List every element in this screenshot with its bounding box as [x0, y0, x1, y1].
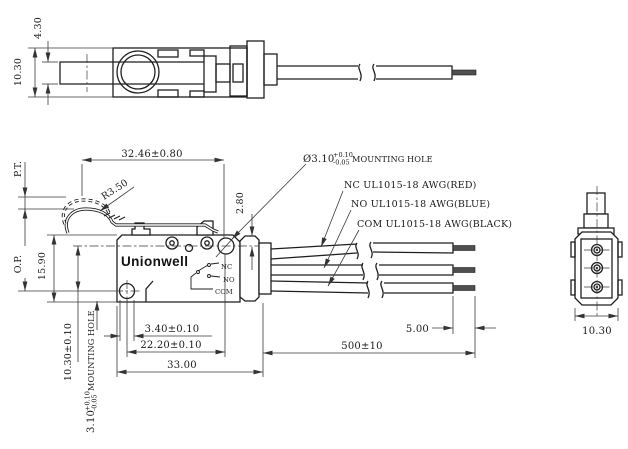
wire-no-break [361, 262, 379, 281]
side-tab [570, 241, 576, 258]
front-rivet-center [169, 240, 175, 246]
note-left-tol-minus: -0.05 [91, 394, 99, 411]
side-tab [617, 279, 623, 296]
dim-side-body-width: 10.30 [582, 326, 612, 337]
front-lever-hatch [103, 212, 126, 221]
wire-nc-conductor [452, 245, 476, 251]
dim-wire-strip-length: 5.00 [406, 324, 429, 335]
dim-hole-vertical-spacing: 10.30±0.10 [63, 323, 74, 381]
front-hole-slash [215, 236, 235, 258]
circuit-nc-label: NC [221, 263, 232, 271]
side-view: 10.30 [570, 186, 623, 337]
top-wire-right [376, 65, 453, 80]
dim-pretravel: P.T. [13, 161, 24, 177]
front-body-ear-step [145, 280, 154, 302]
wire-no-right [379, 264, 454, 276]
dim-hole-center-from-top: 2.80 [235, 192, 246, 214]
dim-lever-radius: R3.50 [100, 177, 131, 202]
brand-label: Unionwell [121, 254, 188, 269]
circuit-com-lead [190, 272, 213, 290]
top-detail-tab [157, 49, 179, 58]
top-detail-spring [215, 63, 231, 83]
wire-nc-right [372, 242, 454, 254]
front-view: Unionwell NC NO COM [61, 198, 476, 303]
note-left-value: 3.10 [86, 410, 97, 433]
side-body-inner [580, 238, 613, 299]
wire-label-no: NO UL1015-18 AWG(BLUE) [351, 199, 490, 210]
note-top-tol-plus: +0.10 [333, 151, 353, 159]
note-left-tol-plus: +0.10 [84, 391, 92, 411]
circuit-com-label: COM [215, 288, 233, 296]
top-wire-left [277, 65, 358, 80]
wire-com-conductor [452, 285, 476, 291]
side-plunger-base [583, 213, 609, 229]
top-detail-plunger [203, 55, 217, 93]
front-rivet-center [204, 240, 210, 246]
circuit-no-lead [210, 275, 221, 278]
front-dimensions: 32.46±0.80 R3.50 P.T. O.P. 15.90 10.30±0… [13, 149, 512, 433]
dim-body-height: 15.90 [37, 252, 48, 280]
side-tab [617, 241, 623, 258]
circuit-nc-contact [207, 263, 211, 267]
wire-no-conductor [452, 267, 476, 273]
top-wire-conductor [451, 69, 477, 76]
top-cap-end [263, 53, 278, 86]
dim-body-length: 33.00 [167, 360, 197, 371]
dim-top-lever-thickness: 4.30 [33, 17, 44, 39]
leader-wire-nc [320, 190, 344, 248]
note-top-tol-minus: -0.05 [333, 159, 350, 167]
circuit-nc-lead [210, 262, 220, 265]
circuit-no-label: NO [223, 276, 235, 284]
circuit-lever [197, 264, 209, 272]
dim-lever-length: 32.46±0.80 [121, 149, 182, 160]
top-roller-outer [116, 50, 160, 94]
top-wire-break [358, 63, 376, 82]
top-detail-tab [189, 49, 205, 57]
front-cap-end [258, 242, 272, 295]
leader-wire-com [327, 229, 360, 287]
circuit-symbol [190, 262, 221, 290]
wire-nc-left [270, 243, 358, 260]
dim-top-body-width: 10.30 [13, 58, 24, 86]
top-cap [246, 40, 265, 99]
note-top-label: MOUNTING HOLE [352, 154, 433, 164]
side-plunger [586, 192, 606, 215]
note-mounting-hole-left: 3.10 +0.10 -0.05 MOUNTING HOLE [84, 310, 99, 433]
leader-wire-no [323, 209, 352, 269]
note-mounting-hole-top: Ø3.10 +0.10 -0.05 MOUNTING HOLE [303, 151, 433, 167]
top-roller-inner [120, 54, 156, 90]
side-tab [570, 279, 576, 296]
top-detail-bracket-slot [232, 63, 244, 83]
leader-lever-radius [99, 186, 135, 212]
circuit-no-contact [207, 274, 211, 278]
front-wires [270, 241, 476, 299]
note-top-value: Ø3.10 [303, 154, 334, 165]
wire-no-left [271, 264, 363, 276]
wire-com-left [270, 280, 369, 294]
leader-mounting-hole-top [231, 163, 307, 240]
wire-nc-break [355, 241, 373, 260]
dim-hole-edge-offset: 3.40±0.10 [145, 324, 200, 335]
top-view: 10.30 4.30 [13, 17, 477, 105]
wire-label-com: COM UL1015-18 AWG(BLACK) [357, 219, 512, 230]
top-detail-tab [157, 89, 179, 98]
top-detail-tab [189, 90, 205, 98]
wire-com-break [366, 280, 384, 299]
front-lever-core [65, 208, 219, 234]
dim-operating-position: O.P. [13, 255, 24, 274]
note-left-label: MOUNTING HOLE [86, 310, 96, 391]
front-rivet [200, 236, 214, 250]
wire-com-right [384, 282, 454, 294]
front-rivet [165, 236, 179, 250]
dim-wire-length: 500±10 [341, 341, 382, 352]
top-lever-bar [59, 61, 204, 85]
front-pin [184, 243, 194, 253]
dim-hole-horizontal-spacing: 22.20±0.10 [140, 340, 201, 351]
wire-label-nc: NC UL1015-18 AWG(RED) [344, 180, 477, 191]
